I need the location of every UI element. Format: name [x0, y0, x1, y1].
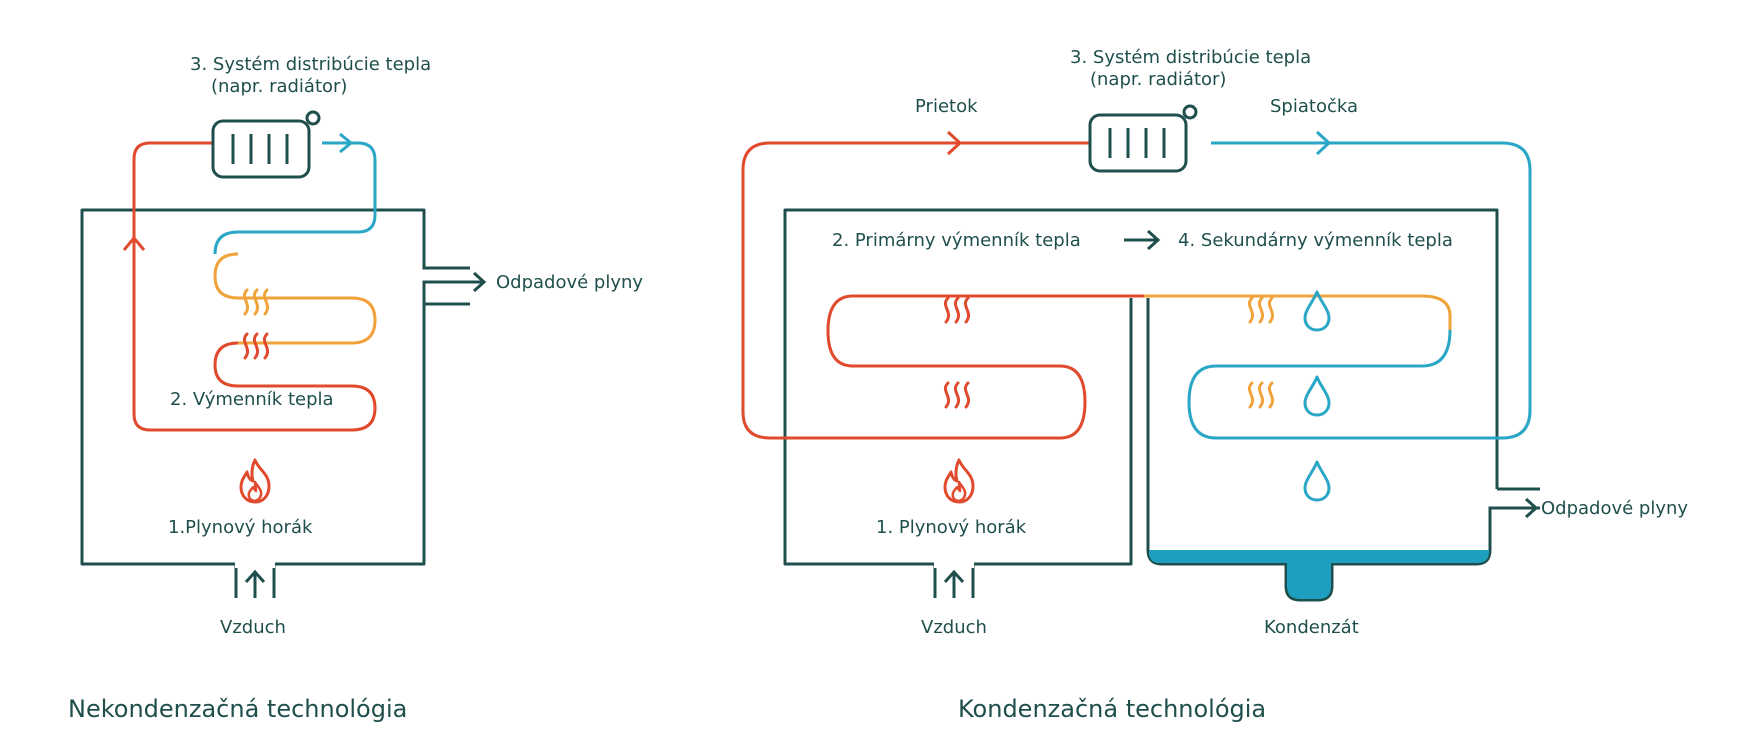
- right-radiator-icon: [1088, 104, 1198, 173]
- right-condensate-pool: [1149, 550, 1489, 599]
- right-exchanger-arrow-icon: [1124, 229, 1161, 251]
- right-air-intake: [933, 564, 975, 598]
- right-title: Kondenzačná technológia: [958, 695, 1266, 723]
- right-condensate-label: Kondenzát: [1264, 617, 1359, 638]
- right-heat-waves-icon-4: [1247, 381, 1275, 409]
- left-distribution-label-1: 3. Systém distribúcie tepla: [190, 54, 431, 75]
- left-heat-waves-icon-2: [242, 332, 270, 360]
- left-radiator-icon: [211, 110, 321, 179]
- right-hot-pipe: [741, 141, 1144, 440]
- right-secondary-exchanger-label: 4. Sekundárny výmenník tepla: [1178, 230, 1453, 251]
- right-air-arrow-icon: [943, 569, 965, 598]
- right-flame-icon: [943, 458, 975, 504]
- right-warm-pipe: [1144, 294, 1452, 330]
- right-boiler-housing: [783, 208, 1499, 566]
- right-air-label: Vzduch: [921, 617, 987, 638]
- right-primary-exchanger-label: 2. Primárny výmenník tepla: [832, 230, 1081, 251]
- left-return-arrow-icon: [339, 132, 354, 154]
- right-heat-waves-icon: [943, 296, 971, 324]
- right-water-drop-icon-2: [1303, 375, 1331, 417]
- right-distribution-label-1: 3. Systém distribúcie tepla: [1070, 47, 1311, 68]
- left-warm-pipe: [213, 252, 377, 345]
- right-water-drop-icon: [1303, 290, 1331, 332]
- right-exhaust-label: Odpadové plyny: [1541, 498, 1688, 519]
- right-heat-waves-icon-3: [1247, 296, 1275, 324]
- right-flow-label: Prietok: [915, 96, 978, 117]
- left-exchanger-label: 2. Výmenník tepla: [170, 389, 334, 410]
- right-cold-pipe: [1187, 141, 1532, 440]
- left-exhaust-channel: [424, 248, 470, 304]
- left-title: Nekondenzačná technológia: [68, 695, 407, 723]
- right-heat-waves-icon-2: [943, 381, 971, 409]
- left-distribution-label-2: (napr. radiátor): [211, 76, 347, 97]
- left-heat-waves-icon: [242, 288, 270, 316]
- left-flame-icon: [239, 458, 271, 504]
- left-hot-pipe: [132, 141, 377, 432]
- left-air-intake: [234, 564, 276, 598]
- right-exhaust-arrow-icon: [1502, 497, 1539, 519]
- left-flow-arrow-icon: [122, 235, 146, 251]
- right-return-label: Spiatočka: [1270, 96, 1358, 117]
- left-exhaust-label: Odpadové plyny: [496, 272, 643, 293]
- left-exhaust-arrow-icon: [450, 271, 487, 293]
- right-diagram: 3. Systém distribúcie tepla (napr. radiá…: [741, 47, 1688, 723]
- left-diagram: 3. Systém distribúcie tepla (napr. radiá…: [68, 54, 643, 723]
- right-burner-label: 1. Plynový horák: [876, 517, 1027, 538]
- right-flow-arrow-icon: [946, 130, 963, 156]
- left-air-arrow-icon: [244, 569, 266, 598]
- right-water-drop-icon-3: [1303, 460, 1331, 502]
- right-return-arrow-icon: [1315, 130, 1332, 156]
- left-burner-label: 1.Plynový horák: [168, 517, 313, 538]
- left-air-label: Vzduch: [220, 617, 286, 638]
- right-distribution-label-2: (napr. radiátor): [1090, 69, 1226, 90]
